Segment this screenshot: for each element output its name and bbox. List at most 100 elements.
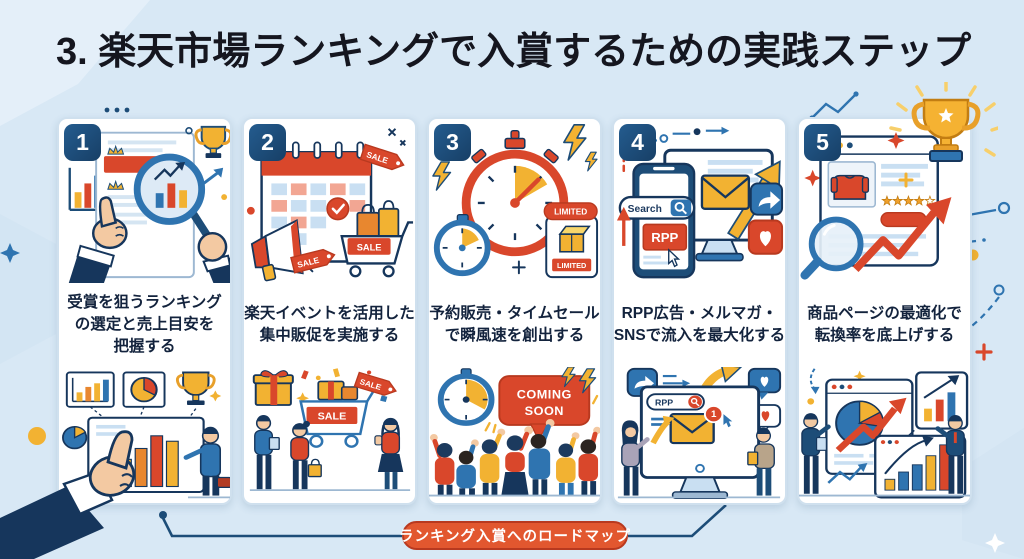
trophy-glow-icon bbox=[887, 82, 998, 188]
caption-line: 楽天イベントを活用した bbox=[244, 305, 415, 322]
step5-top-illustration bbox=[800, 134, 952, 280]
rating-stars-icon bbox=[881, 194, 936, 206]
step5-bottom-illustration bbox=[799, 368, 970, 499]
share-icon bbox=[749, 182, 784, 216]
coming-label: COMING bbox=[517, 388, 572, 401]
step3-top-illustration: LIMITED LIMITED bbox=[432, 124, 599, 279]
growth-arrow-icon bbox=[852, 197, 952, 272]
caption-line: 商品ページの最適化で bbox=[807, 305, 962, 322]
step-card-2: 2 bbox=[242, 117, 417, 505]
step2-bottom-illustration: SALE SALE bbox=[249, 368, 411, 492]
email-envelope-icon bbox=[700, 174, 751, 210]
step3-bottom-illustration: COMING SOON bbox=[429, 367, 600, 497]
shopping-cart-icon: SALE bbox=[340, 221, 414, 278]
trend-arrow-icon bbox=[202, 167, 228, 201]
stopwatch-icon bbox=[437, 368, 495, 426]
smartphone-search-icon: Search RPP bbox=[618, 162, 696, 279]
step-number-badge: 4 bbox=[619, 124, 656, 161]
lightning-icon bbox=[432, 124, 598, 191]
magnifier-icon bbox=[800, 216, 864, 280]
shopping-bags-icon bbox=[356, 200, 400, 239]
shopper-woman2-icon bbox=[374, 417, 404, 490]
dashed-arrow-decoration bbox=[807, 368, 866, 405]
analytics-window-pie bbox=[825, 378, 914, 475]
plus-sparkle bbox=[975, 343, 993, 361]
notification-count: 1 bbox=[711, 409, 716, 420]
step-number-badge: 3 bbox=[434, 124, 471, 161]
trophy-rays bbox=[889, 82, 998, 157]
marketer-woman-icon bbox=[621, 420, 650, 496]
caption-line: 把握する bbox=[113, 338, 176, 355]
sale-tag-icon: SALE bbox=[353, 371, 397, 396]
shopper-woman-icon bbox=[290, 420, 322, 490]
trophy-star bbox=[938, 108, 954, 123]
caption-line: RPP広告・メルマガ・ bbox=[621, 305, 778, 322]
big-pointing-hand-icon bbox=[0, 430, 136, 559]
rpp-label: RPP bbox=[651, 230, 678, 245]
mini-line-chart-decoration bbox=[809, 91, 859, 121]
step-caption: 商品ページの最適化で 転換率を底上げする bbox=[807, 283, 962, 367]
shopper-man-icon bbox=[254, 414, 280, 490]
dots-decoration bbox=[104, 107, 130, 113]
step-number-badge: 5 bbox=[804, 124, 841, 161]
sparkle-icon bbox=[887, 132, 905, 149]
rpp-label: RPP bbox=[655, 398, 673, 408]
limited-product-box-icon: LIMITED LIMITED bbox=[543, 202, 599, 279]
limited-label: LIMITED bbox=[554, 207, 587, 217]
product-page-icon bbox=[819, 135, 939, 267]
coming-soon-bubble: COMING SOON bbox=[498, 375, 591, 441]
dot-decoration bbox=[246, 206, 255, 215]
step-caption: 楽天イベントを活用した 集中販促を実施する bbox=[244, 283, 415, 367]
soon-label: SOON bbox=[525, 404, 564, 417]
zigzag-decoration bbox=[827, 462, 868, 484]
businessperson-icon bbox=[183, 426, 230, 499]
step-number-badge: 2 bbox=[249, 124, 286, 161]
step-card-4: 4 bbox=[612, 117, 787, 505]
sparkle-icon bbox=[985, 533, 1005, 553]
magnifier-bar-chart-icon bbox=[133, 153, 206, 225]
caption-line: SNSで流入を最大化する bbox=[613, 327, 786, 344]
hand-holding-magnifier-icon bbox=[197, 231, 230, 283]
sale-label: SALE bbox=[318, 412, 347, 423]
page-title: 3. 楽天市場ランキングで入賞するための実践ステップ bbox=[56, 31, 972, 73]
caption-line: で瞬風速を創出する bbox=[444, 327, 585, 344]
x-marks-decoration bbox=[387, 128, 406, 147]
trophy-icon bbox=[185, 125, 230, 159]
step4-bottom-illustration: RPP 1 bbox=[617, 367, 782, 500]
cursor-icon bbox=[668, 248, 681, 268]
hexagon-shape bbox=[0, 0, 150, 126]
pie-panel-icon bbox=[122, 371, 166, 408]
step2-top-illustration: SALE SALE bbox=[246, 128, 414, 282]
businessman-right-icon bbox=[935, 414, 965, 494]
sparkle-icon bbox=[804, 169, 821, 187]
like-heart-icon bbox=[747, 219, 784, 255]
yellow-dot bbox=[28, 427, 46, 445]
sale-label: SALE bbox=[357, 242, 382, 252]
pie-chart-icon bbox=[62, 425, 88, 450]
step-card-5: 5 bbox=[797, 117, 972, 505]
caption-line: 集中販促を実施する bbox=[259, 327, 400, 344]
search-label: Search bbox=[628, 204, 662, 215]
bar-panel-icon bbox=[903, 371, 969, 440]
step-caption: RPP広告・メルマガ・ SNSで流入を最大化する bbox=[614, 283, 785, 367]
step-number-badge: 1 bbox=[64, 124, 101, 161]
marketer-man-icon bbox=[747, 427, 775, 496]
cursor-icon bbox=[723, 414, 733, 428]
steps-row: 1 bbox=[57, 117, 972, 505]
up-arrow-decoration bbox=[616, 206, 631, 246]
product-sweater-icon bbox=[830, 174, 870, 200]
caption-line: の選定と売上目安を bbox=[74, 316, 215, 333]
step-card-1: 1 bbox=[57, 117, 232, 505]
bar-panel-icon bbox=[65, 371, 115, 408]
roadmap-badge: ランキング入賞へのロードマップ bbox=[399, 521, 630, 550]
caption-line: 転換率を底上げする bbox=[814, 327, 955, 344]
step1-bottom-illustration bbox=[62, 371, 230, 499]
small-stopwatch-icon bbox=[433, 214, 491, 277]
hexagon-shape bbox=[962, 428, 1024, 559]
monitor-icon: RPP 1 bbox=[639, 385, 761, 500]
pointing-hand-icon bbox=[68, 196, 128, 283]
analytics-window-bars bbox=[874, 434, 967, 499]
